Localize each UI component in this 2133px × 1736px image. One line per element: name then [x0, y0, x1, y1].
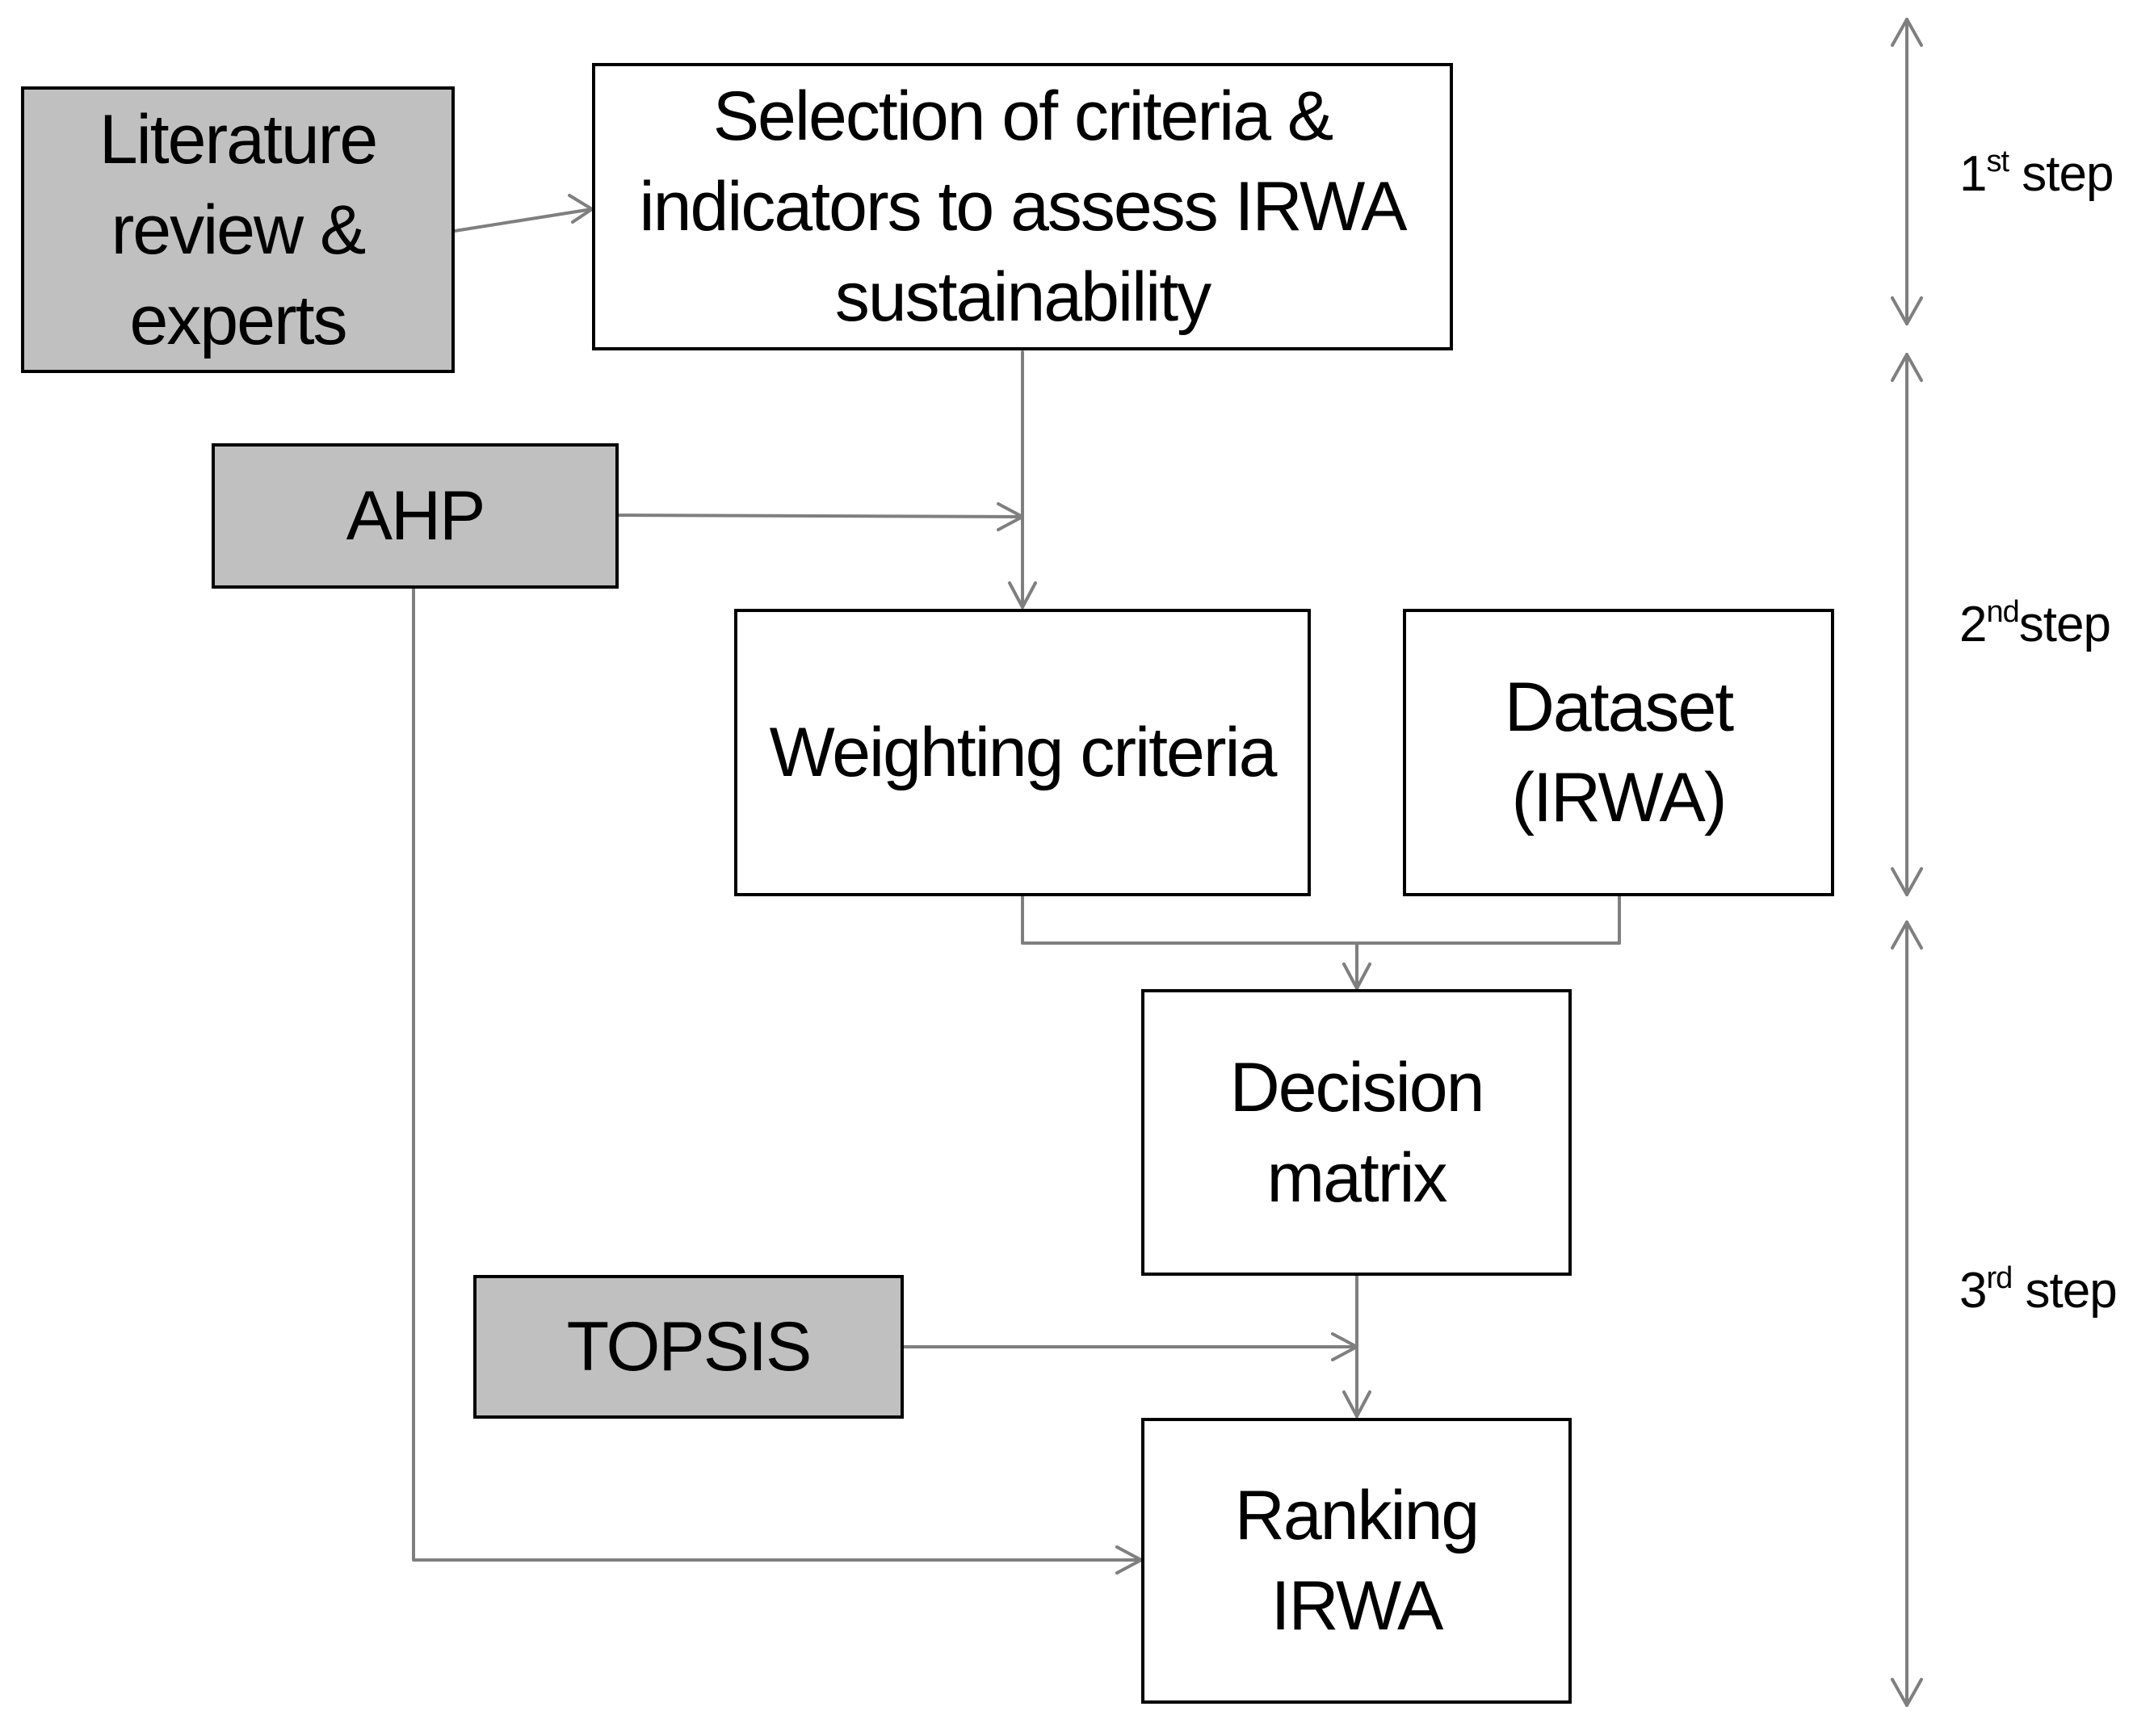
arrowhead-literature-to-selection — [568, 194, 594, 224]
step-1-ordinal: st — [1986, 145, 2009, 178]
step-1-word: step — [2009, 146, 2114, 202]
node-ranking-irwa: Ranking IRWA — [1141, 1418, 1572, 1704]
node-ahp: AHP — [212, 443, 619, 589]
node-decision-matrix: Decision matrix — [1141, 989, 1572, 1276]
step-3-ordinal: rd — [1986, 1261, 2013, 1295]
step-1-range-arrowhead-bottom — [1891, 296, 1923, 325]
step-1-number: 1 — [1959, 146, 1987, 202]
step-3-number: 3 — [1959, 1263, 1987, 1319]
step-3-range-arrowhead-bottom — [1891, 1678, 1923, 1707]
arrowhead-ahp-to-weighting — [997, 502, 1024, 531]
node-weighting-criteria: Weighting criteria — [734, 609, 1311, 896]
arrowhead-topsis-to-ranking — [1331, 1332, 1358, 1361]
node-dataset: Dataset (IRWA) — [1403, 609, 1834, 896]
node-topsis-label: TOPSIS — [566, 1308, 812, 1386]
node-weighting-criteria-label: Weighting criteria — [769, 714, 1278, 791]
step-2-range-arrowhead-top — [1891, 353, 1923, 382]
node-selection-of-criteria: Selection of criteria & indicators to as… — [592, 63, 1453, 350]
node-ahp-label: AHP — [346, 477, 486, 555]
arrow-literature-to-selection — [453, 208, 594, 233]
node-ranking-irwa-label: Ranking IRWA — [1234, 1477, 1480, 1645]
arrowhead-decision-to-ranking — [1342, 1390, 1371, 1418]
step-2-number: 2 — [1959, 597, 1987, 652]
arrow-ahp-to-ranking — [412, 588, 1143, 1562]
node-literature-review: Literature review & experts — [21, 86, 455, 373]
step-2-ordinal: nd — [1986, 595, 2019, 629]
step-3-range-arrowhead-top — [1891, 920, 1923, 950]
node-literature-review-label: Literature review & experts — [99, 100, 378, 359]
node-decision-matrix-label: Decision matrix — [1229, 1048, 1485, 1217]
step-1-label: 1st step — [1959, 145, 2114, 203]
step-2-word: step — [2018, 597, 2111, 652]
node-topsis: TOPSIS — [473, 1275, 904, 1419]
arrow-weighting-to-merge — [1021, 895, 1358, 945]
arrowhead-merge-to-decision — [1342, 962, 1371, 990]
step-2-range-arrowhead-bottom — [1891, 867, 1923, 896]
step-1-range-arrowhead-top — [1891, 18, 1923, 47]
step-2-label: 2ndstep — [1959, 595, 2111, 653]
node-dataset-label: Dataset (IRWA) — [1504, 669, 1734, 837]
node-selection-of-criteria-label: Selection of criteria & indicators to as… — [639, 78, 1408, 336]
arrowhead-selection-to-weighting — [1008, 581, 1037, 609]
arrow-ahp-to-weighting — [617, 514, 1024, 518]
step-3-label: 3rd step — [1959, 1261, 2118, 1319]
arrow-dataset-to-merge — [1355, 895, 1621, 945]
step-3-word: step — [2012, 1263, 2118, 1319]
